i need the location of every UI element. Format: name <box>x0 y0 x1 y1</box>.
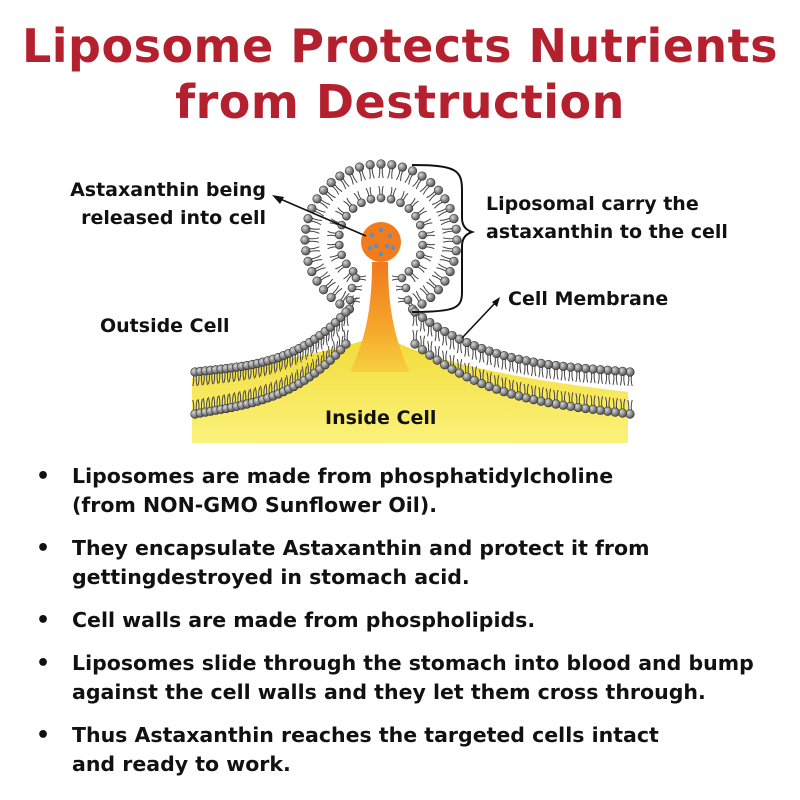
label-released-2: released into cell <box>81 207 266 229</box>
astaxanthin-particle <box>387 233 393 239</box>
membrane-arrowhead <box>492 297 500 307</box>
benefit-list: • Liposomes are made from phosphatidylch… <box>30 462 790 793</box>
bullet-icon: • <box>36 464 51 489</box>
liposome-bracket <box>411 164 476 313</box>
astaxanthin-particle <box>384 243 390 249</box>
list-item: • Thus Astaxanthin reaches the targeted … <box>30 721 790 779</box>
list-item-line-2: and ready to work. <box>72 752 291 776</box>
label-inside-cell: Inside Cell <box>325 407 436 429</box>
membrane-arrow <box>461 301 497 339</box>
bullet-icon: • <box>36 536 51 561</box>
astaxanthin-particle <box>373 243 379 249</box>
label-cell-membrane: Cell Membrane <box>508 288 668 310</box>
astaxanthin-particle <box>378 251 384 257</box>
bullet-icon: • <box>36 608 51 633</box>
astaxanthin-stalk <box>350 262 410 372</box>
bullet-icon: • <box>36 723 51 748</box>
label-carry-1: Liposomal carry the <box>486 193 699 215</box>
list-item: • Liposomes are made from phosphatidylch… <box>30 462 790 520</box>
list-item: • Liposomes slide through the stomach in… <box>30 649 790 707</box>
list-item-line-1: Liposomes are made from phosphatidylchol… <box>72 464 614 488</box>
page-title: Liposome Protects Nutrients from Destruc… <box>0 18 800 130</box>
astaxanthin-core <box>361 222 401 262</box>
astaxanthin-particle <box>369 232 375 238</box>
list-item: • They encapsulate Astaxanthin and prote… <box>30 534 790 592</box>
label-released-1: Astaxanthin being <box>70 179 266 201</box>
astaxanthin-particle <box>378 227 384 233</box>
list-item: • Cell walls are made from phospholipids… <box>30 606 790 635</box>
astaxanthin-particle <box>367 245 373 251</box>
liposome-diagram: Astaxanthin being released into cell Lip… <box>70 159 728 443</box>
astaxanthin-particle <box>390 245 396 251</box>
list-item-line-2: gettingdestroyed in stomach acid. <box>72 565 470 589</box>
list-item-line-2: against the cell walls and they let them… <box>72 680 706 704</box>
astaxanthin-particles <box>367 227 396 257</box>
title-line-1: Liposome Protects Nutrients <box>21 19 779 73</box>
list-item-line-1: They encapsulate Astaxanthin and protect… <box>72 536 650 560</box>
list-item-line-1: Thus Astaxanthin reaches the targeted ce… <box>72 723 659 747</box>
bullet-icon: • <box>36 651 51 676</box>
title-line-2: from Destruction <box>175 75 625 129</box>
list-item-line-2: (from NON-GMO Sunflower Oil). <box>72 493 437 517</box>
list-item-line-1: Cell walls are made from phospholipids. <box>72 608 536 632</box>
label-outside-cell: Outside Cell <box>100 315 230 337</box>
list-item-line-1: Liposomes slide through the stomach into… <box>72 651 754 675</box>
phospholipid-bilayer <box>190 159 635 419</box>
release-arrowhead <box>272 195 284 204</box>
cytoplasm <box>192 340 628 443</box>
label-carry-2: astaxanthin to the cell <box>486 221 728 243</box>
release-arrow <box>277 197 367 237</box>
